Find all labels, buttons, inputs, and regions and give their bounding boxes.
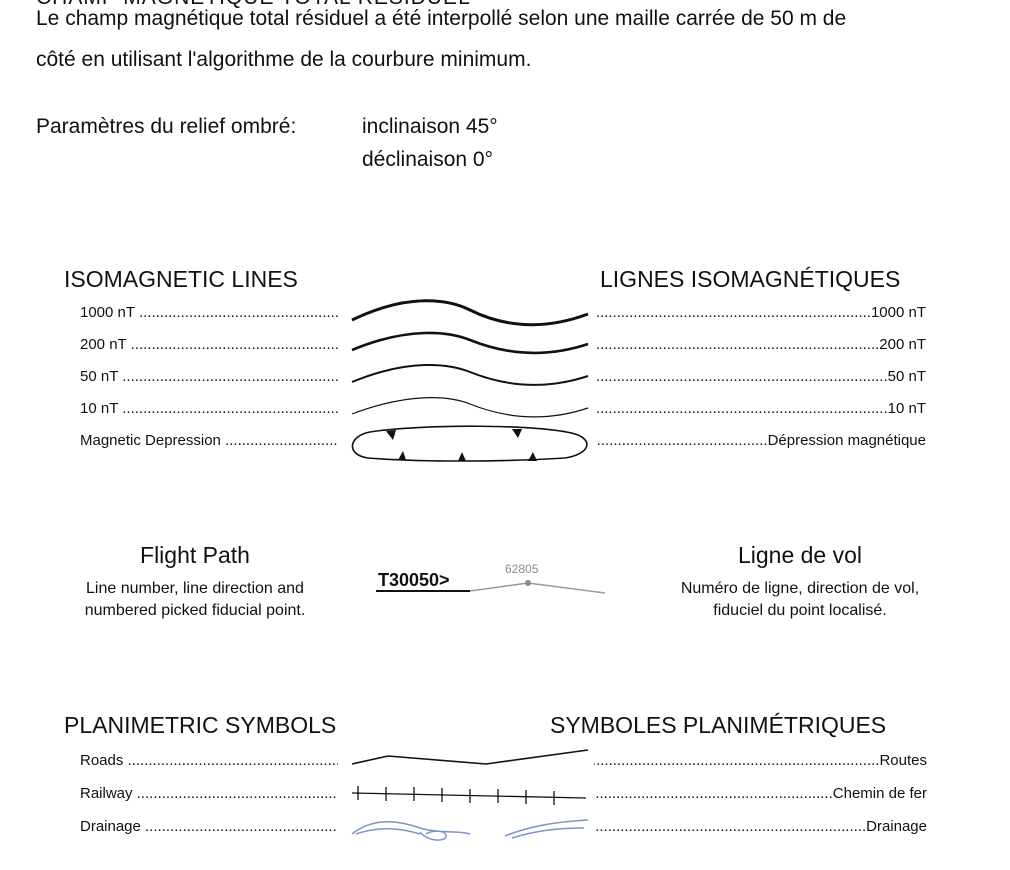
planimetric-title-fr: SYMBOLES PLANIMÉTRIQUES bbox=[550, 712, 887, 738]
railway-symbol bbox=[351, 786, 587, 805]
shade-params-label: Paramètres du relief ombré: bbox=[36, 115, 297, 138]
iso-row-5-en: Magnetic Depression ....................… bbox=[80, 432, 338, 449]
magnetic-depression-symbol bbox=[351, 425, 588, 462]
description-line-1: Le champ magnétique total résiduel a été… bbox=[36, 7, 847, 30]
iso-row-4-fr: 10 nT...................................… bbox=[596, 400, 926, 417]
iso-row-5-fr: Dépression magnétique...................… bbox=[596, 432, 926, 449]
depression-tick-5 bbox=[528, 452, 537, 461]
plan-row-drainage-fr: Drainage................................… bbox=[594, 818, 927, 835]
iso-row-2-en: 200 nT .................................… bbox=[80, 336, 338, 353]
flight-desc-fr-1: Numéro de ligne, direction de vol, bbox=[680, 580, 920, 597]
iso-row-3-fr: 50 nT...................................… bbox=[596, 368, 926, 385]
isomagnetic-title-fr: LIGNES ISOMAGNÉTIQUES bbox=[600, 266, 901, 292]
fiducial-number: 62805 bbox=[505, 562, 539, 576]
flight-desc-en-1: Line number, line direction and bbox=[86, 580, 304, 597]
flight-title-en: Flight Path bbox=[140, 542, 250, 568]
depression-tick-2 bbox=[512, 429, 522, 438]
plan-row-roads-fr: Routes..................................… bbox=[594, 752, 927, 769]
iso-row-1-fr: 1000 nT.................................… bbox=[596, 304, 926, 321]
road-symbol bbox=[351, 749, 589, 765]
iso-line-50 bbox=[351, 364, 589, 386]
plan-row-drainage-en: Drainage ...............................… bbox=[80, 818, 338, 835]
iso-row-2-fr: 200 nT..................................… bbox=[596, 336, 926, 353]
drainage-symbol bbox=[351, 819, 589, 841]
shade-declination: déclinaison 0° bbox=[362, 148, 493, 171]
iso-line-10 bbox=[351, 397, 589, 418]
flight-desc-en-2: numbered picked fiducial point. bbox=[84, 602, 306, 619]
shade-inclination: inclinaison 45° bbox=[362, 115, 498, 138]
plan-row-roads-en: Roads ..................................… bbox=[80, 752, 338, 769]
plan-row-railway-fr: Chemin de fer...........................… bbox=[594, 785, 927, 802]
iso-row-3-en: 50 nT ..................................… bbox=[80, 368, 338, 385]
description-line-2: côté en utilisant l'algorithme de la cou… bbox=[36, 48, 532, 71]
isomagnetic-title-en: ISOMAGNETIC LINES bbox=[64, 266, 298, 292]
flight-line-number: T30050> bbox=[378, 570, 450, 590]
depression-tick-1 bbox=[386, 430, 396, 440]
depression-tick-3 bbox=[398, 451, 406, 460]
depression-tick-4 bbox=[458, 452, 466, 461]
planimetric-title-en: PLANIMETRIC SYMBOLS bbox=[64, 712, 337, 738]
iso-row-4-en: 10 nT ..................................… bbox=[80, 400, 338, 417]
iso-line-1000 bbox=[351, 299, 589, 327]
flight-title-fr: Ligne de vol bbox=[737, 542, 863, 568]
plan-row-railway-en: Railway ................................… bbox=[80, 785, 338, 802]
iso-row-1-en: 1000 nT ................................… bbox=[80, 304, 338, 321]
flight-desc-fr-2: fiduciel du point localisé. bbox=[713, 602, 887, 619]
section-title: CHAMP MAGNÉTIQUE TOTAL RÉSIDUEL bbox=[36, 0, 471, 10]
iso-line-200 bbox=[351, 331, 589, 355]
